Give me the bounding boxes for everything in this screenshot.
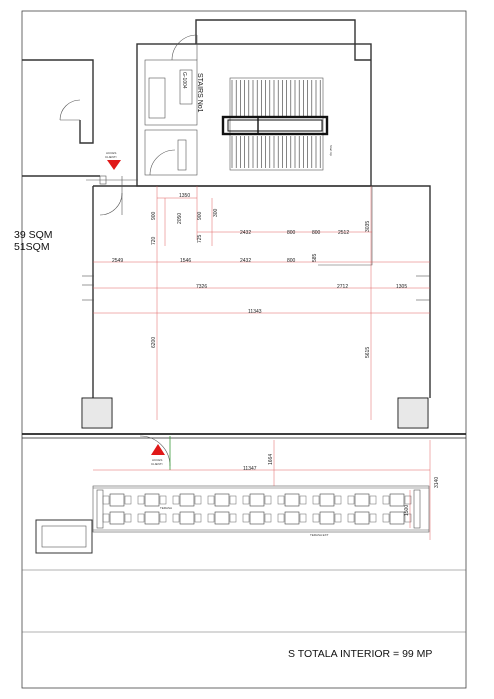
dim-1546: 1546 <box>180 258 191 264</box>
dim-1664: 1664 <box>268 454 274 465</box>
dim-800b: 800 <box>312 230 321 236</box>
access-sign-bottom: ACCES CLIENTI <box>151 444 165 466</box>
dim-11343: 11343 <box>248 309 262 315</box>
dim-585: 585 <box>312 253 318 262</box>
dim-2432a: 2432 <box>240 230 251 236</box>
dim-11347: 11347 <box>243 466 257 472</box>
shop-shell <box>81 175 431 429</box>
stairs-label: STAIRS No1 <box>196 73 203 113</box>
dim-800c: 800 <box>287 258 296 264</box>
stair-arrow-label: Start Up <box>329 145 333 156</box>
access-triangle-icon <box>151 444 165 455</box>
dim-3035: 3035 <box>365 221 371 232</box>
terrace-label: TERASA <box>160 506 172 510</box>
total-interior-area: S TOTALA INTERIOR = 99 MP <box>288 648 432 660</box>
dim-720: 720 <box>151 236 157 245</box>
dim-2432b: 2432 <box>240 258 251 264</box>
stair-core <box>136 19 372 187</box>
access-sign-top-line2: CLIENTI <box>105 155 117 159</box>
dim-2050: 2050 <box>177 213 183 224</box>
dim-7326: 7326 <box>196 284 207 290</box>
access-triangle-icon <box>107 160 121 170</box>
facade <box>22 433 466 439</box>
dim-1350: 1350 <box>179 193 190 199</box>
terrace: TERASA TERASA EXT <box>35 485 430 554</box>
dim-2512: 2512 <box>338 230 349 236</box>
neighbour-space <box>22 59 100 177</box>
stair-treads <box>231 80 321 168</box>
dim-3140: 3140 <box>434 477 440 488</box>
dimension-lines <box>93 186 431 540</box>
area-label-2: 51SQM <box>14 241 50 253</box>
terrace-note: TERASA EXT <box>310 533 329 537</box>
entry-door-swing <box>139 435 171 467</box>
room-code-tag <box>179 69 193 105</box>
dim-1305: 1305 <box>396 284 407 290</box>
room-code: G-1004 <box>181 72 187 89</box>
dim-5615: 5615 <box>365 347 371 358</box>
terrace-tables <box>102 493 412 525</box>
dim-6200: 6200 <box>151 337 157 348</box>
access-sign-top: ACCES CLIENTI <box>105 151 121 170</box>
dimension-texts: 1350 900 2050 900 720 300 725 2432 800 8… <box>112 193 440 516</box>
access-sign-bottom-line2: CLIENTI <box>151 462 163 466</box>
access-sign-bottom-line1: ACCES <box>152 458 162 462</box>
dim-725: 725 <box>197 234 203 243</box>
sheet-frame <box>21 10 467 689</box>
dim-2549: 2549 <box>112 258 123 264</box>
dim-1500: 1500 <box>404 505 410 516</box>
dim-2712: 2712 <box>337 284 348 290</box>
dim-900a: 900 <box>151 211 157 220</box>
dim-300: 300 <box>213 208 219 217</box>
area-label-1: 39 SQM <box>14 229 53 241</box>
dim-900b: 900 <box>197 211 203 220</box>
access-sign-top-line1: ACCES <box>106 151 116 155</box>
dim-800a: 800 <box>287 230 296 236</box>
